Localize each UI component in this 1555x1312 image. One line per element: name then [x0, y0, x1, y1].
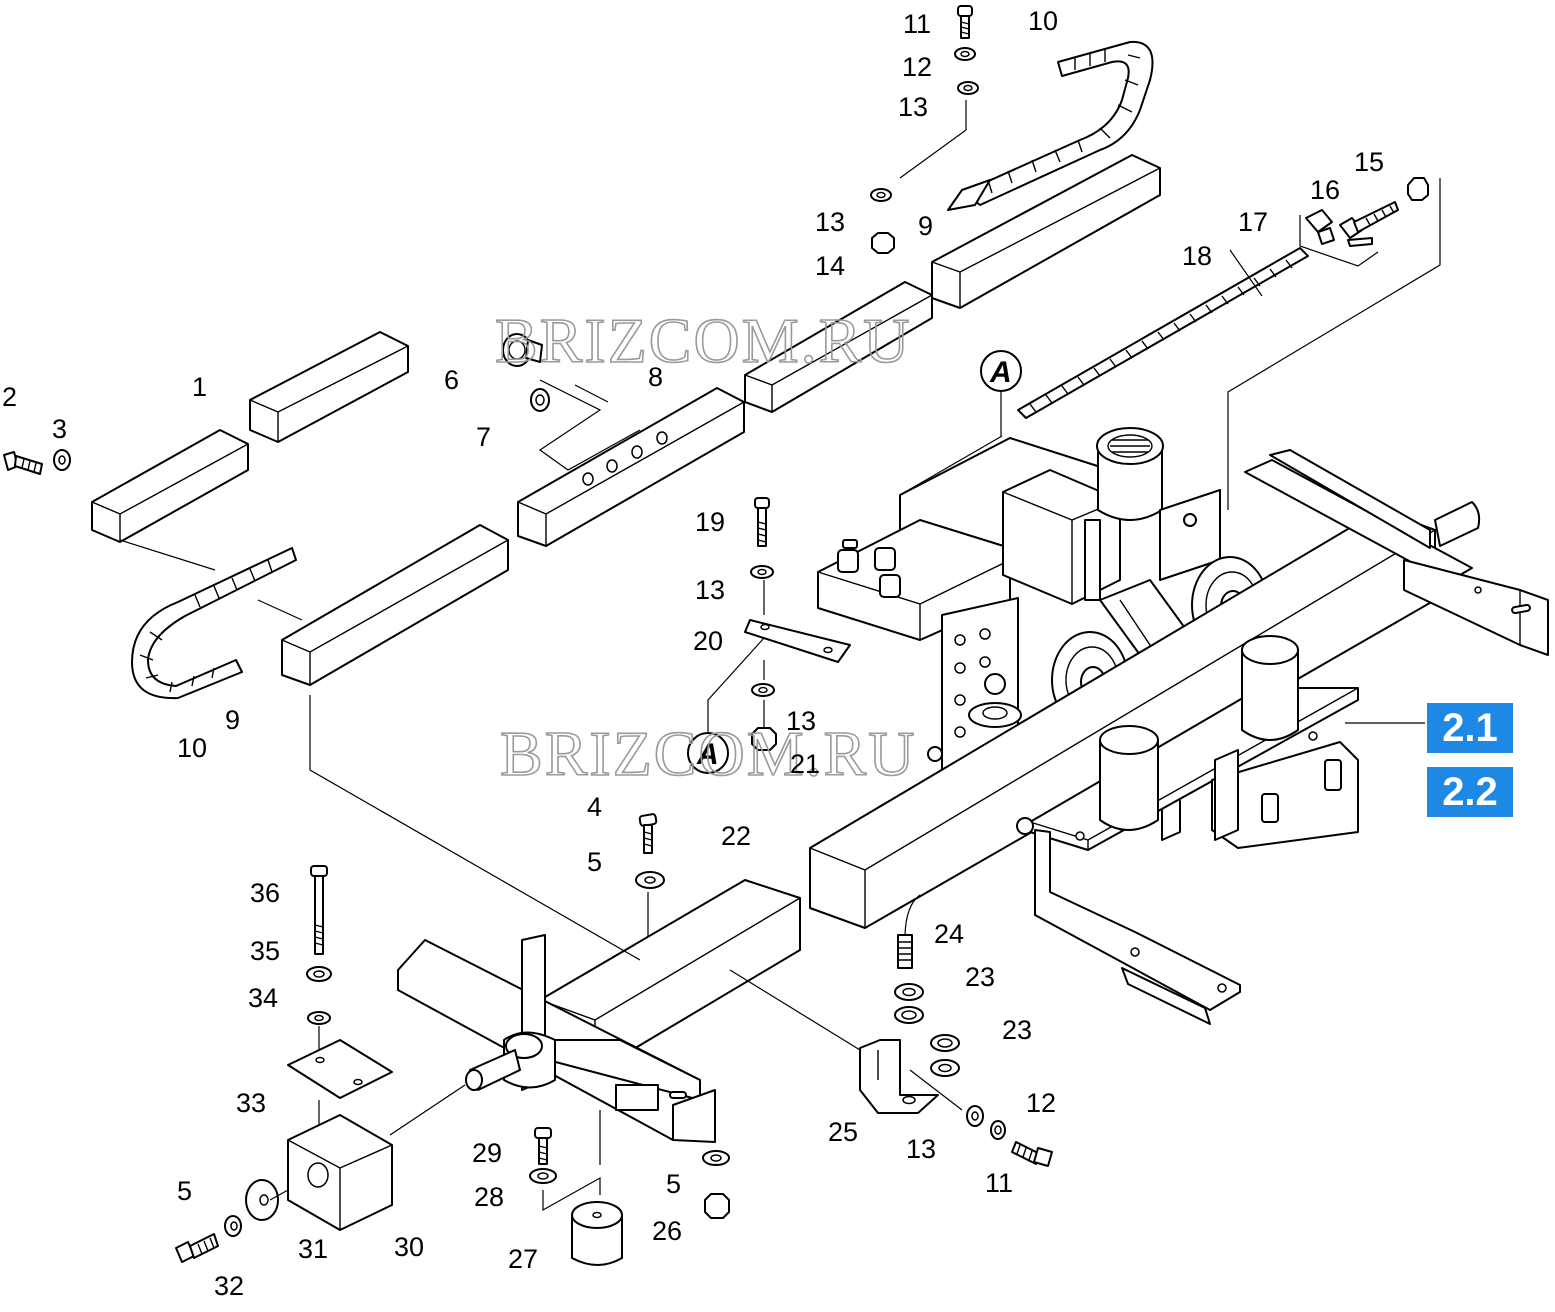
- bolt-11-low: [1011, 1141, 1053, 1167]
- part-number-label: 17: [1238, 207, 1268, 237]
- watermark-top: BRIZCOM.RU: [495, 305, 912, 376]
- right-extension-tube: [1244, 449, 1549, 656]
- part-number-label: 5: [177, 1176, 192, 1206]
- guide-rail-8: [517, 387, 745, 547]
- part-number-label: 33: [236, 1088, 266, 1118]
- part-number-label: 9: [918, 211, 933, 241]
- nut-26: [704, 1193, 730, 1219]
- part-number-label: 6: [444, 365, 459, 395]
- chain-link-17: [1299, 209, 1379, 267]
- part-number-label: 9: [225, 705, 240, 735]
- part-number-label: 18: [1182, 241, 1212, 271]
- guide-rail-top-right: [931, 154, 1161, 309]
- part-number-label: 12: [902, 52, 932, 82]
- part-number-label: 5: [666, 1169, 681, 1199]
- bolt-36: [310, 865, 328, 955]
- leader-lines: [119, 178, 1441, 1051]
- part-number-label: 26: [652, 1216, 682, 1246]
- cable-gland-6: [502, 333, 543, 367]
- part-number-label: 19: [695, 507, 725, 537]
- part-number-label: 13: [786, 706, 816, 736]
- bolt-29: [534, 1127, 552, 1165]
- part-number-label: 16: [1310, 175, 1340, 205]
- part-number-label: 5: [587, 847, 602, 877]
- part-number-label: 24: [934, 919, 964, 949]
- part-number-label: 13: [898, 92, 928, 122]
- part-number-label: 14: [815, 251, 845, 281]
- bolt-19: [754, 497, 770, 547]
- carriage-assembly: [809, 427, 1481, 1025]
- part-number-label: 23: [1002, 1015, 1032, 1045]
- proximity-sensor-24: [897, 894, 921, 969]
- part-number-label: 25: [828, 1117, 858, 1147]
- svg-text:A: A: [696, 738, 719, 771]
- part-number-label: 31: [298, 1234, 328, 1264]
- part-number-label: 13: [906, 1134, 936, 1164]
- part-number-label: 1: [192, 372, 207, 402]
- part-number-label: 8: [648, 362, 663, 392]
- part-number-label: 3: [52, 414, 67, 444]
- nut-14: [871, 232, 895, 254]
- part-number-label: 23: [965, 962, 995, 992]
- part-number-label: 15: [1354, 147, 1384, 177]
- detail-marker-a-bottom: A: [687, 732, 729, 774]
- part-number-label: 36: [250, 878, 280, 908]
- bracket-25: [859, 1039, 939, 1114]
- detail-marker-a-top: A: [980, 350, 1022, 436]
- part-number-label: 22: [721, 821, 751, 851]
- part-number-label: 34: [248, 983, 278, 1013]
- bolt-2: [3, 451, 43, 475]
- part-number-label: 28: [474, 1182, 504, 1212]
- part-number-label: 10: [177, 733, 207, 763]
- base-frame: [397, 934, 716, 1143]
- foot-27: [571, 1201, 623, 1266]
- ref-link-2-1[interactable]: 2.1: [1427, 703, 1513, 753]
- part-number-label: 7: [476, 422, 491, 452]
- block-30: [287, 1114, 393, 1231]
- part-number-label: 13: [695, 575, 725, 605]
- part-number-label: 27: [508, 1244, 538, 1274]
- part-number-label: 11: [985, 1168, 1013, 1198]
- watermark-bottom: BRIZCOM.RU: [500, 718, 917, 789]
- nut-21: [751, 727, 777, 751]
- cable-chain-top: [947, 40, 1154, 211]
- part-number-label: 2: [2, 382, 17, 412]
- roller-chain-18: [1017, 247, 1309, 419]
- bolt-4: [638, 813, 658, 854]
- plate-33: [287, 1039, 393, 1099]
- part-number-label: 20: [693, 626, 723, 656]
- part-number-label: 35: [250, 936, 280, 966]
- part-number-label: 32: [214, 1271, 244, 1301]
- part-number-label: 29: [472, 1138, 502, 1168]
- bolt-32: [175, 1233, 219, 1263]
- ref-link-2-2[interactable]: 2.2: [1427, 767, 1513, 817]
- guide-rail-lower: [281, 524, 509, 686]
- part-number-label: 4: [587, 792, 602, 822]
- bolt-11-top: [957, 5, 973, 39]
- square-tube-1: [91, 331, 409, 543]
- nut-15: [1407, 177, 1429, 201]
- part-number-label: 13: [815, 207, 845, 237]
- part-number-label: 11: [903, 9, 931, 39]
- cable-chain-left: [131, 547, 297, 700]
- bolt-16: [1339, 201, 1399, 239]
- part-number-label: 30: [394, 1232, 424, 1262]
- part-number-label: 12: [1026, 1088, 1056, 1118]
- part-number-label: 10: [1028, 6, 1058, 36]
- svg-text:A: A: [989, 356, 1012, 389]
- part-number-label: 21: [790, 749, 820, 779]
